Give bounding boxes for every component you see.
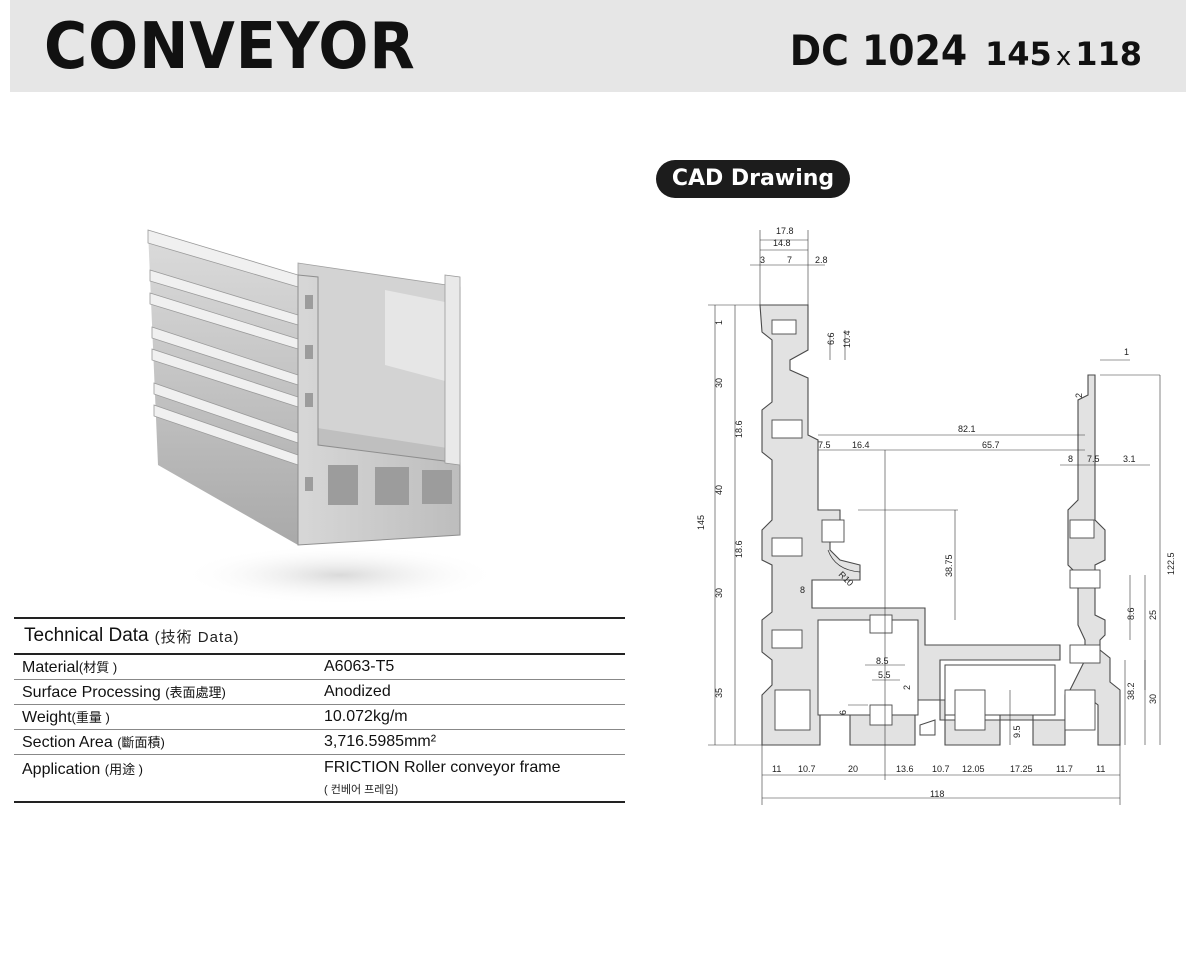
dim-8-5: 8.5 bbox=[876, 656, 889, 666]
dim-3: 3 bbox=[760, 255, 765, 265]
row-label: Section Area (斷面積) bbox=[22, 734, 165, 751]
dim-2b: 2 bbox=[902, 685, 912, 690]
dim-7: 7 bbox=[787, 255, 792, 265]
row-label: Application (用途 ) bbox=[22, 761, 144, 778]
dim-18-6a: 18.6 bbox=[734, 420, 744, 438]
dim-7-5b: 7.5 bbox=[1087, 454, 1100, 464]
row-label: Material(材質 ) bbox=[22, 659, 118, 676]
dim-7-5a: 7.5 bbox=[818, 440, 831, 450]
size-width: 145 bbox=[985, 35, 1052, 73]
row-label: Surface Processing (表面處理) bbox=[22, 684, 226, 701]
dim-35: 35 bbox=[714, 688, 724, 698]
dim-38-2: 38.2 bbox=[1126, 682, 1136, 700]
dim-16-4: 16.4 bbox=[852, 440, 870, 450]
dim-bottom-13-6: 13.6 bbox=[896, 764, 914, 774]
dim-65-7: 65.7 bbox=[982, 440, 1000, 450]
row-value: Anodized bbox=[324, 683, 391, 700]
dim-8a: 8 bbox=[1068, 454, 1073, 464]
dim-bottom-11-7: 11.7 bbox=[1056, 764, 1073, 774]
dim-14-8: 14.8 bbox=[773, 238, 791, 248]
dim-8b: 8 bbox=[800, 585, 805, 595]
technical-data-header: Technical Data (技術 Data) bbox=[14, 617, 625, 655]
technical-data-table: Technical Data (技術 Data) Material(材質 ) A… bbox=[14, 617, 625, 803]
dim-bottom-20: 20 bbox=[848, 764, 858, 774]
dim-9-5: 9.5 bbox=[1012, 725, 1022, 738]
dim-1b: 1 bbox=[1124, 347, 1129, 357]
application-sub: ( 컨베어 프레임) bbox=[324, 784, 399, 796]
dim-3-1: 3.1 bbox=[1123, 454, 1136, 464]
dim-bottom-17-25: 17.25 bbox=[1010, 764, 1033, 774]
dim-6-6: 6.6 bbox=[826, 332, 836, 345]
cad-drawing: 17.8 14.8 3 7 2.8 1 6.6 10.4 1 2 30 18.6… bbox=[696, 226, 1176, 805]
row-value: 10.072kg/m bbox=[324, 708, 408, 725]
dim-30a: 30 bbox=[714, 378, 724, 388]
table-row: Application (用途 ) FRICTION Roller convey… bbox=[14, 755, 625, 803]
header-bar bbox=[10, 0, 1186, 92]
table-row: Section Area (斷面積) 3,716.5985mm² bbox=[14, 730, 625, 755]
technical-data-title-cjk: (技術 Data) bbox=[154, 628, 240, 646]
dim-145: 145 bbox=[696, 515, 706, 530]
dim-6: 6 bbox=[838, 710, 848, 715]
product-photo bbox=[147, 229, 490, 605]
size-height: 118 bbox=[1075, 35, 1142, 73]
row-value: A6063-T5 bbox=[324, 658, 395, 675]
dim-30c: 30 bbox=[1148, 694, 1158, 704]
profile-outline bbox=[759, 304, 1121, 746]
dim-122-5: 122.5 bbox=[1166, 552, 1176, 575]
dim-bottom-118: 118 bbox=[930, 789, 944, 799]
dim-2a: 2 bbox=[1074, 393, 1084, 398]
dim-40: 40 bbox=[714, 485, 724, 495]
dim-17-8: 17.8 bbox=[776, 226, 794, 236]
dim-25: 25 bbox=[1148, 610, 1158, 620]
dim-30b: 30 bbox=[714, 588, 724, 598]
dim-1a: 1 bbox=[714, 320, 724, 325]
cad-drawing-label: CAD Drawing bbox=[656, 160, 850, 198]
dim-bottom-12-05: 12.05 bbox=[962, 764, 985, 774]
dim-bottom-10-7a: 10.7 bbox=[798, 764, 816, 774]
dim-10-4: 10.4 bbox=[842, 330, 852, 348]
dim-18-6b: 18.6 bbox=[734, 540, 744, 558]
dim-38-75: 38.75 bbox=[944, 554, 954, 577]
table-row: Weight(重量 ) 10.072kg/m bbox=[14, 705, 625, 730]
dim-bottom-11b: 11 bbox=[1096, 764, 1105, 774]
application-value: FRICTION Roller conveyor frame bbox=[324, 759, 561, 776]
table-row: Material(材質 ) A6063-T5 bbox=[14, 655, 625, 680]
dim-bottom-10-7b: 10.7 bbox=[932, 764, 950, 774]
row-value: 3,716.5985mm² bbox=[324, 733, 437, 750]
model-code: DC 1024 bbox=[789, 26, 968, 75]
technical-data-title: Technical Data bbox=[24, 625, 149, 646]
dim-5-5: 5.5 bbox=[878, 670, 891, 680]
dim-82-1: 82.1 bbox=[958, 424, 976, 434]
table-row: Surface Processing (表面處理) Anodized bbox=[14, 680, 625, 705]
dim-8-6: 8.6 bbox=[1126, 607, 1136, 620]
row-value: FRICTION Roller conveyor frame ( 컨베어 프레임… bbox=[324, 759, 561, 797]
size-x: x bbox=[1055, 42, 1072, 72]
dim-2-8: 2.8 bbox=[815, 255, 828, 265]
row-label: Weight(重量 ) bbox=[22, 709, 110, 726]
page-title: CONVEYOR bbox=[44, 10, 416, 84]
dim-bottom-11a: 11 bbox=[772, 764, 781, 774]
